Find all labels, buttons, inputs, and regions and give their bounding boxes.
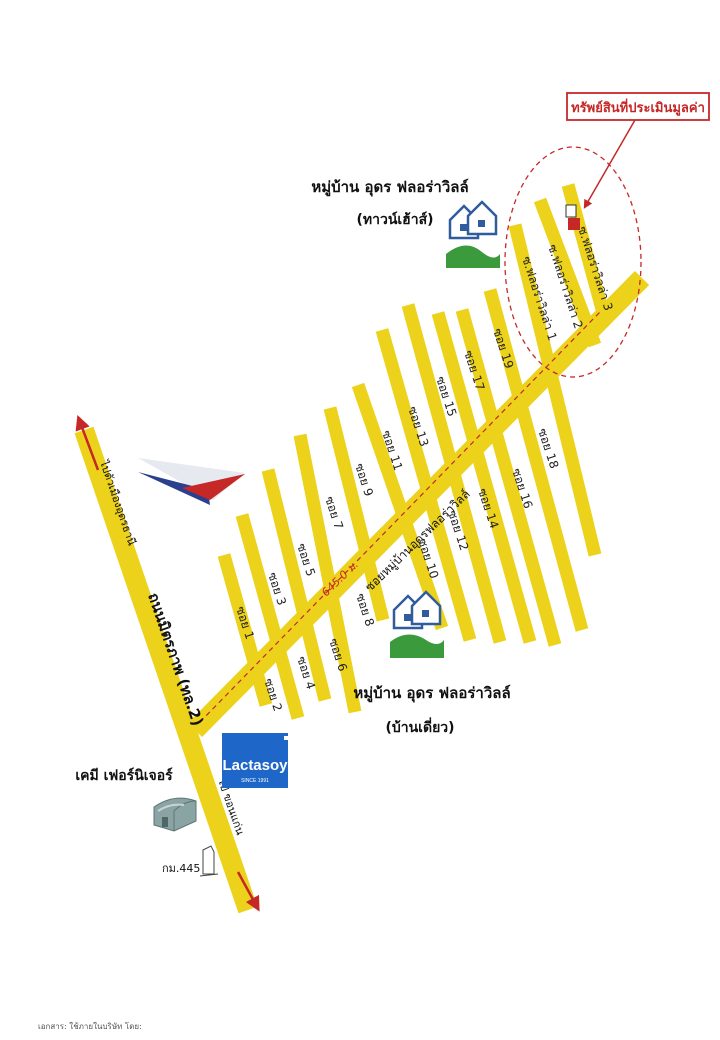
soi-road-6	[351, 382, 449, 631]
soi-road-10	[455, 308, 562, 647]
village-road	[187, 270, 650, 738]
target-property-marker	[568, 218, 580, 230]
soi-road-2	[235, 513, 305, 720]
soi-road-3	[261, 468, 332, 702]
soi-road-1	[217, 553, 273, 707]
soi-road-11	[483, 288, 589, 632]
soi-road-5	[323, 406, 390, 622]
lactasoy-logo: Lactasoy SINCE 1991	[222, 733, 288, 788]
km-post-icon	[199, 845, 219, 877]
lactasoy-tag: SINCE 1991	[241, 778, 269, 784]
main-road-north-arrow	[75, 414, 100, 471]
village-house-name: หมู่บ้าน อุดร ฟลอร่าวิลล์	[353, 684, 510, 703]
soi-road-9	[431, 311, 537, 644]
main-road-south-arrow	[236, 871, 260, 912]
footer-note: เอกสาร: ใช้ภายในบริษัท โดย:	[38, 1022, 142, 1031]
target-label-box	[566, 92, 710, 121]
target-leader-line	[583, 119, 636, 209]
soi-road-4	[293, 433, 362, 714]
target-neighbor-marker	[565, 204, 577, 218]
chemi-label: เคมี เฟอร์นิเจอร์	[75, 767, 173, 784]
village-house-type: (บ้านเดี่ยว)	[385, 717, 454, 736]
village-road-distance-line	[199, 311, 601, 723]
lactasoy-brand: Lactasoy	[222, 757, 288, 774]
main-road	[74, 426, 258, 914]
warehouse-icon	[153, 797, 197, 832]
village-townhouse-icon	[446, 200, 500, 268]
airline-logo	[138, 458, 245, 505]
target-area-circle	[504, 146, 642, 378]
km-marker-label: กม.445	[162, 862, 200, 875]
village-townhouse-name: หมู่บ้าน อุดร ฟลอร่าวิลล์	[311, 178, 468, 197]
village-house-icon	[390, 590, 444, 658]
target-label: ทรัพย์สินที่ประเมินมูลค่า	[571, 98, 705, 116]
village-townhouse-type: (ทาวน์เฮ้าส์)	[356, 211, 433, 228]
soi-road-12	[508, 223, 602, 557]
soi-label-7: ซอย 7	[322, 495, 346, 532]
